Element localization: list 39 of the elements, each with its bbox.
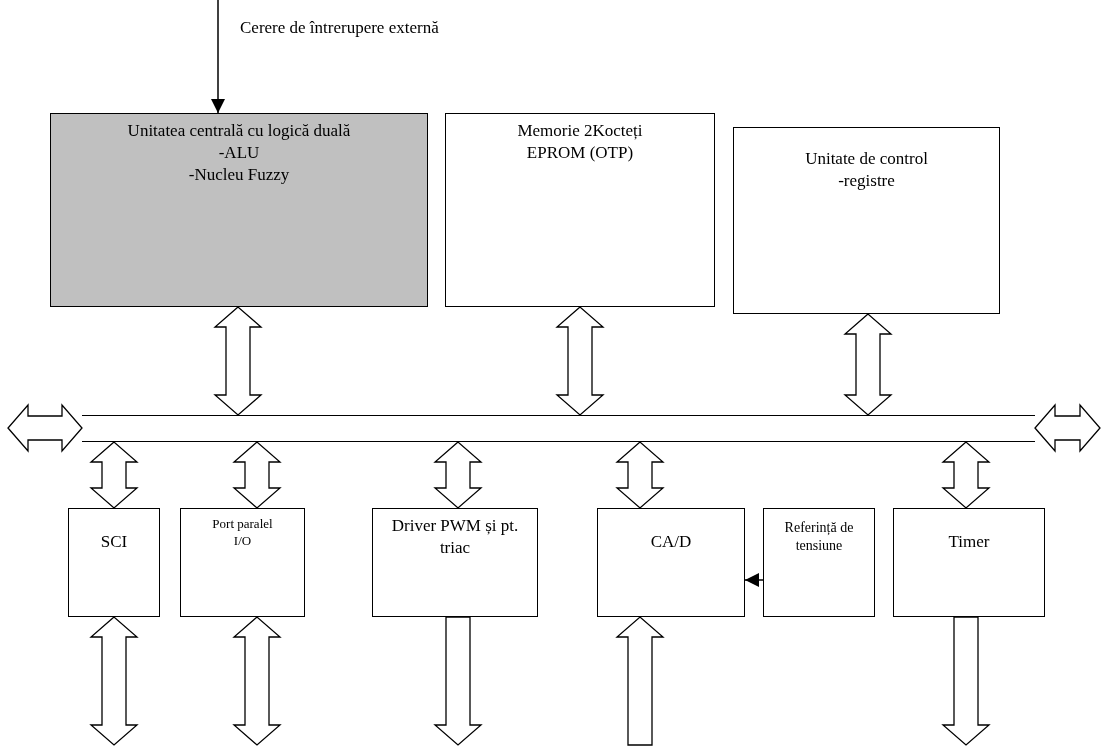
block-label: Unitate de control bbox=[804, 148, 929, 170]
double-arrow bbox=[843, 313, 893, 416]
block-label: SCI bbox=[99, 531, 129, 553]
block-label: Unitatea centrală cu logică duală bbox=[126, 120, 352, 142]
block-box bbox=[733, 127, 1000, 314]
arrow bbox=[744, 573, 764, 587]
block-box bbox=[597, 508, 745, 617]
block-label: Port paralel I/O bbox=[211, 515, 274, 549]
double-arrow bbox=[213, 306, 263, 416]
block-box bbox=[763, 508, 875, 617]
block-label: -registre bbox=[837, 170, 896, 192]
block-arrow bbox=[615, 616, 665, 746]
double-arrow bbox=[615, 441, 665, 509]
arrow bbox=[211, 0, 225, 114]
block-label: Memorie 2Kocteți EPROM (OTP) bbox=[516, 120, 644, 164]
block-box bbox=[68, 508, 160, 617]
block-label: -ALU bbox=[217, 142, 261, 164]
double-arrow bbox=[89, 441, 139, 509]
block-label: Referință de tensiune bbox=[783, 519, 855, 555]
block-arrow bbox=[433, 616, 483, 746]
double-arrow bbox=[433, 441, 483, 509]
block-box bbox=[50, 113, 428, 307]
double-arrow bbox=[941, 441, 991, 509]
double-arrow bbox=[1034, 403, 1101, 453]
block-label: -Nucleu Fuzzy bbox=[187, 164, 291, 186]
double-arrow bbox=[7, 403, 83, 453]
block-box bbox=[372, 508, 538, 617]
double-arrow bbox=[232, 616, 282, 746]
block-box bbox=[445, 113, 715, 307]
block-arrow bbox=[941, 616, 991, 746]
block-label: Driver PWM și pt. triac bbox=[390, 515, 520, 559]
double-arrow bbox=[555, 306, 605, 416]
double-arrow bbox=[232, 441, 282, 509]
block-box bbox=[180, 508, 305, 617]
block-label: Timer bbox=[947, 531, 991, 553]
double-arrow bbox=[89, 616, 139, 746]
block-label: CA/D bbox=[649, 531, 693, 553]
block-box bbox=[893, 508, 1045, 617]
bus-bar bbox=[82, 415, 1035, 442]
